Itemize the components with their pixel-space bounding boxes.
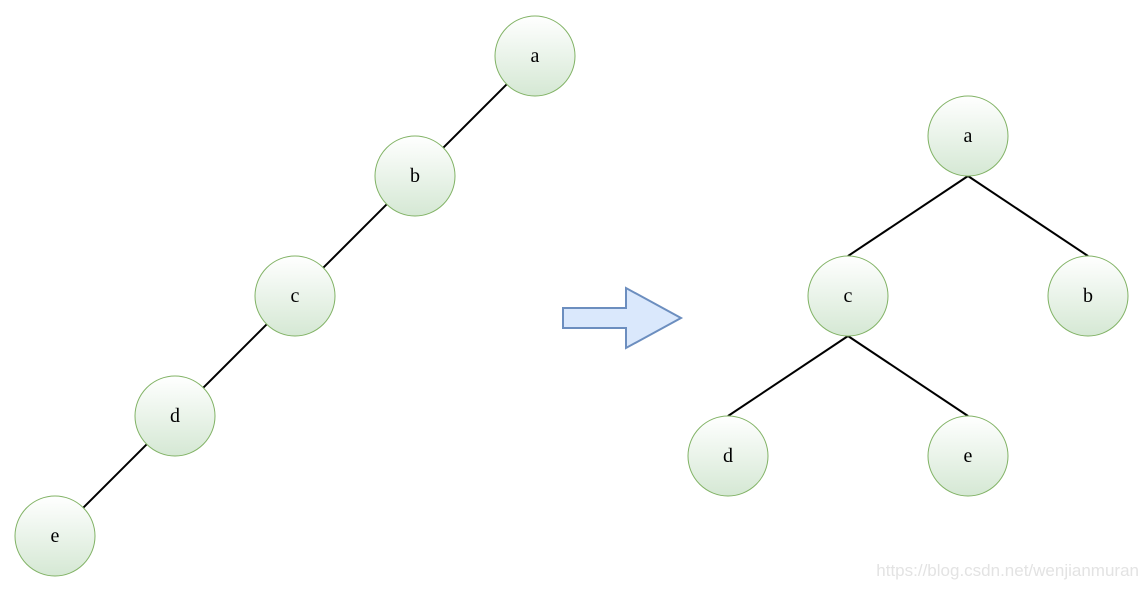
left-tree-edge-b-c [322, 203, 388, 269]
left-tree-node-circle-d [134, 375, 216, 457]
right-tree-node-d: d [687, 415, 769, 497]
transform-arrow-icon [562, 286, 684, 350]
left-tree-node-d: d [134, 375, 216, 457]
left-tree-node-label-a: a [531, 45, 540, 67]
right-tree-node-b: b [1047, 255, 1129, 337]
right-tree-node-circle-e [927, 415, 1009, 497]
watermark: https://blog.csdn.net/wenjianmuran [876, 561, 1139, 580]
right-tree-edge-c-d [727, 335, 849, 417]
left-tree-node-circle-a [494, 15, 576, 97]
left-tree-edge-d-e [82, 443, 148, 509]
left-tree: a b c d e [14, 15, 576, 577]
left-tree-node-c: c [254, 255, 336, 337]
left-tree-node-e: e [14, 495, 96, 577]
right-tree-node-label-c: c [844, 285, 853, 307]
right-tree-node-label-e: e [964, 445, 973, 467]
right-tree-node-e: e [927, 415, 1009, 497]
right-tree-edge-a-c [847, 175, 969, 257]
right-tree-node-circle-d [687, 415, 769, 497]
right-tree-node-a: a [927, 95, 1009, 177]
right-tree-node-circle-b [1047, 255, 1129, 337]
right-tree-node-label-d: d [723, 445, 733, 467]
left-tree-node-label-c: c [291, 285, 300, 307]
left-tree-node-label-e: e [51, 525, 60, 547]
right-tree-edge-a-b [967, 175, 1089, 257]
left-tree-node-label-b: b [410, 165, 420, 187]
right-tree-node-circle-a [927, 95, 1009, 177]
right-tree-node-circle-c [807, 255, 889, 337]
left-tree-node-circle-c [254, 255, 336, 337]
left-tree-node-a: a [494, 15, 576, 97]
right-tree-node-label-a: a [964, 125, 973, 147]
left-tree-edge-a-b [442, 83, 508, 149]
right-tree-node-c: c [807, 255, 889, 337]
right-tree-node-label-b: b [1083, 285, 1093, 307]
left-tree-node-b: b [374, 135, 456, 217]
left-tree-node-circle-e [14, 495, 96, 577]
left-tree-node-label-d: d [170, 405, 180, 427]
right-tree: a c b d e [687, 95, 1129, 497]
right-tree-edge-c-e [847, 335, 969, 417]
left-tree-node-circle-b [374, 135, 456, 217]
left-tree-edge-c-d [202, 323, 268, 389]
